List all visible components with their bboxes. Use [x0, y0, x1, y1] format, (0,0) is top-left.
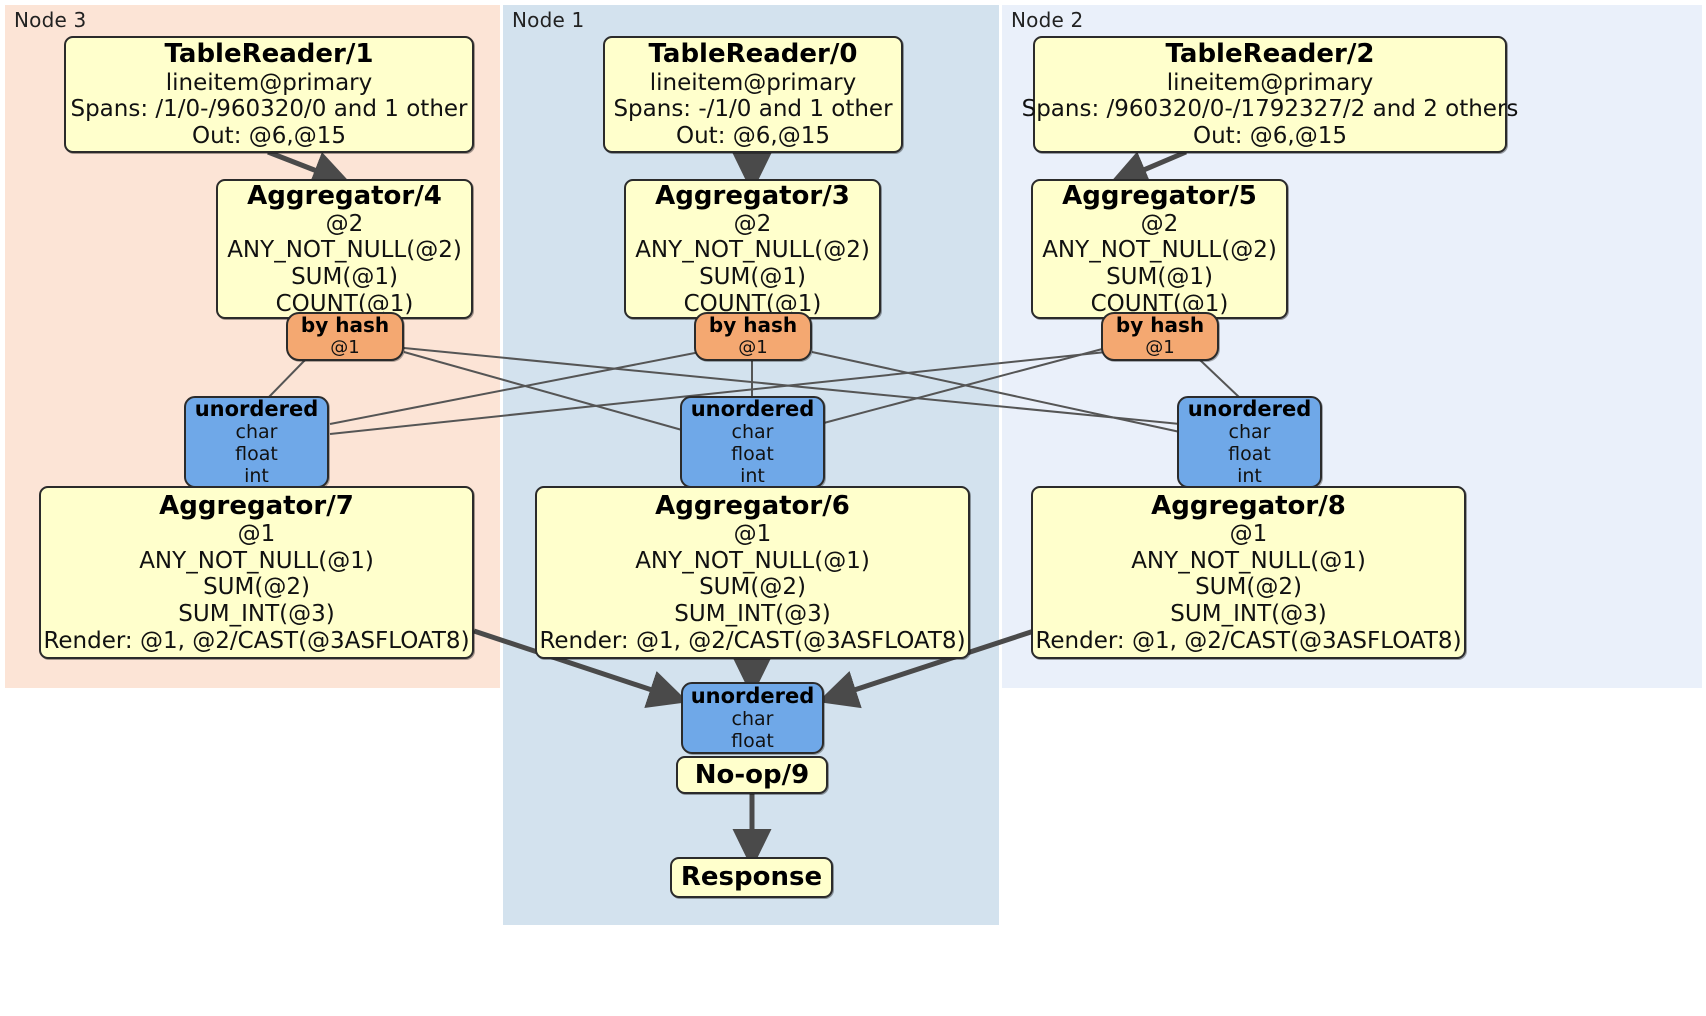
table-reader-0-title: TableReader/0: [648, 39, 858, 70]
edge-hash3-sync8: [811, 351, 1181, 433]
edge-tr2-agg5: [1108, 149, 1187, 188]
table-reader-1[interactable]: TableReader/1 lineitem@primary Spans: /1…: [64, 36, 474, 153]
no-op-9-title: No-op/9: [694, 759, 810, 790]
hash-router-3-key: @1: [738, 336, 768, 358]
aggregator-5[interactable]: Aggregator/5 @2 ANY_NOT_NULL(@2) SUM(@1)…: [1031, 179, 1288, 319]
aggregator-6-func-0: ANY_NOT_NULL(@1): [635, 547, 870, 574]
hash-router-4-title: by hash: [300, 313, 390, 338]
aggregator-4-title: Aggregator/4: [247, 180, 442, 211]
aggregator-3[interactable]: Aggregator/3 @2 ANY_NOT_NULL(@2) SUM(@1)…: [624, 179, 881, 319]
aggregator-7[interactable]: Aggregator/7 @1 ANY_NOT_NULL(@1) SUM(@2)…: [39, 486, 474, 659]
edge-hash5-sync6: [819, 347, 1107, 425]
unordered-sync-7[interactable]: unordered char float int: [184, 396, 329, 488]
aggregator-7-func-2: SUM_INT(@3): [178, 600, 335, 627]
aggregator-3-func-1: SUM(@1): [699, 264, 806, 291]
aggregator-6-func-2: SUM_INT(@3): [674, 600, 831, 627]
hash-router-5-key: @1: [1145, 336, 1175, 358]
table-reader-2-table: lineitem@primary: [1166, 69, 1374, 96]
aggregator-7-group: @1: [237, 520, 276, 547]
aggregator-5-title: Aggregator/5: [1062, 180, 1257, 211]
unordered-sync-7-title: unordered: [194, 396, 319, 421]
hash-router-3[interactable]: by hash @1: [694, 312, 812, 361]
table-reader-2-out: Out: @6,@15: [1193, 122, 1347, 149]
table-reader-1-title: TableReader/1: [164, 39, 374, 70]
aggregator-3-title: Aggregator/3: [655, 180, 850, 211]
hash-router-3-title: by hash: [708, 313, 798, 338]
edge-agg8-syncfinal: [817, 628, 1035, 709]
aggregator-8-func-2: SUM_INT(@3): [1170, 600, 1327, 627]
unordered-sync-7-type-2: int: [244, 465, 269, 488]
unordered-sync-6[interactable]: unordered char float int: [680, 396, 825, 488]
response-node[interactable]: Response: [670, 857, 833, 898]
unordered-sync-7-type-1: float: [235, 443, 278, 466]
aggregator-7-render: Render: @1, @2/CAST(@3ASFLOAT8): [43, 627, 470, 654]
aggregator-6-group: @1: [733, 520, 772, 547]
aggregator-6-render: Render: @1, @2/CAST(@3ASFLOAT8): [539, 627, 966, 654]
unordered-sync-final-title: unordered: [690, 683, 815, 708]
hash-router-5-title: by hash: [1115, 313, 1205, 338]
aggregator-5-group: @2: [1140, 210, 1179, 237]
unordered-sync-6-type-2: int: [740, 465, 765, 488]
aggregator-6[interactable]: Aggregator/6 @1 ANY_NOT_NULL(@1) SUM(@2)…: [535, 486, 970, 659]
panel-label-node1: Node 1: [512, 8, 585, 32]
unordered-sync-6-type-0: char: [731, 421, 774, 444]
panel-label-node2: Node 2: [1011, 8, 1084, 32]
aggregator-8-func-1: SUM(@2): [1195, 574, 1302, 601]
table-reader-1-spans: Spans: /1/0-/960320/0 and 1 other: [70, 96, 468, 123]
table-reader-0-out: Out: @6,@15: [676, 122, 830, 149]
hash-router-4[interactable]: by hash @1: [286, 312, 404, 361]
edge-hash5-sync7: [329, 351, 1107, 435]
aggregator-5-func-1: SUM(@1): [1106, 264, 1213, 291]
table-reader-0-table: lineitem@primary: [649, 69, 857, 96]
aggregator-6-func-1: SUM(@2): [699, 574, 806, 601]
aggregator-7-func-1: SUM(@2): [203, 574, 310, 601]
table-reader-0-spans: Spans: -/1/0 and 1 other: [613, 96, 893, 123]
aggregator-8-group: @1: [1229, 520, 1268, 547]
no-op-9[interactable]: No-op/9: [676, 756, 828, 794]
aggregator-8-title: Aggregator/8: [1151, 490, 1346, 521]
aggregator-6-title: Aggregator/6: [655, 490, 850, 521]
unordered-sync-8-title: unordered: [1187, 396, 1312, 421]
edge-hash4-sync6: [403, 351, 683, 431]
edge-tr1-agg4: [267, 149, 353, 189]
unordered-sync-8-type-2: int: [1237, 465, 1262, 488]
table-reader-1-out: Out: @6,@15: [192, 122, 346, 149]
aggregator-7-func-0: ANY_NOT_NULL(@1): [139, 547, 374, 574]
table-reader-2-spans: Spans: /960320/0-/1792327/2 and 2 others: [1021, 96, 1519, 123]
edge-hash5-sync8: [1199, 359, 1241, 399]
aggregator-8-func-0: ANY_NOT_NULL(@1): [1131, 547, 1366, 574]
table-reader-2-title: TableReader/2: [1165, 39, 1375, 70]
edge-agg7-syncfinal: [473, 628, 689, 709]
aggregator-3-func-0: ANY_NOT_NULL(@2): [635, 237, 870, 264]
table-reader-2[interactable]: TableReader/2 lineitem@primary Spans: /9…: [1022, 36, 1518, 153]
hash-router-4-key: @1: [330, 336, 360, 358]
unordered-sync-7-type-0: char: [235, 421, 278, 444]
aggregator-8[interactable]: Aggregator/8 @1 ANY_NOT_NULL(@1) SUM(@2)…: [1031, 486, 1466, 659]
aggregator-4-group: @2: [325, 210, 364, 237]
unordered-sync-final[interactable]: unordered char float: [681, 682, 824, 754]
unordered-sync-final-type-0: char: [731, 708, 774, 731]
response-title: Response: [680, 862, 823, 893]
unordered-sync-6-type-1: float: [731, 443, 774, 466]
aggregator-8-render: Render: @1, @2/CAST(@3ASFLOAT8): [1035, 627, 1462, 654]
aggregator-4-func-1: SUM(@1): [291, 264, 398, 291]
unordered-sync-final-type-1: float: [731, 730, 774, 753]
table-reader-0[interactable]: TableReader/0 lineitem@primary Spans: -/…: [603, 36, 903, 153]
hash-router-5[interactable]: by hash @1: [1101, 312, 1219, 361]
aggregator-5-func-0: ANY_NOT_NULL(@2): [1042, 237, 1277, 264]
aggregator-4[interactable]: Aggregator/4 @2 ANY_NOT_NULL(@2) SUM(@1)…: [216, 179, 473, 319]
unordered-sync-8-type-0: char: [1228, 421, 1271, 444]
table-reader-1-table: lineitem@primary: [165, 69, 373, 96]
panel-label-node3: Node 3: [14, 8, 87, 32]
unordered-sync-8[interactable]: unordered char float int: [1177, 396, 1322, 488]
unordered-sync-8-type-1: float: [1228, 443, 1271, 466]
unordered-sync-6-title: unordered: [690, 396, 815, 421]
edge-hash3-sync7: [329, 351, 701, 425]
aggregator-4-func-0: ANY_NOT_NULL(@2): [227, 237, 462, 264]
edge-hash4-sync7: [267, 359, 306, 399]
aggregator-3-group: @2: [733, 210, 772, 237]
aggregator-7-title: Aggregator/7: [159, 490, 354, 521]
